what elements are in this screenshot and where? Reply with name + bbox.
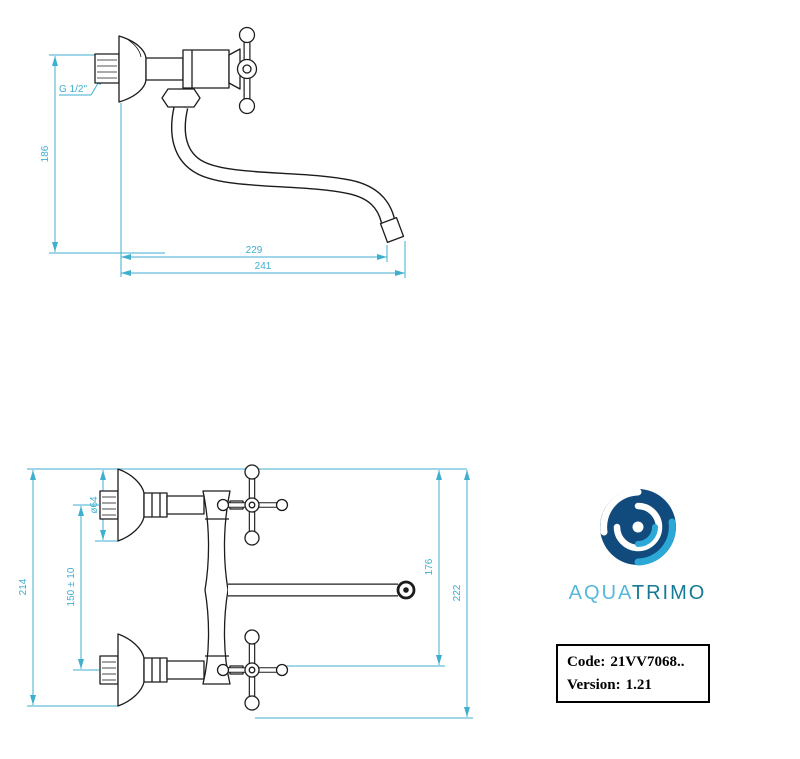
cross-handle-side — [228, 26, 258, 115]
dim-inlet-spacing-label: 150 ± 10 — [66, 567, 77, 606]
dim-spout-reach-label: 229 — [246, 245, 263, 256]
code-value: 21VV7068.. — [610, 654, 685, 670]
dim-overall-height-left-label: 214 — [18, 578, 29, 595]
version-line: Version:1.21 — [567, 674, 699, 697]
brand-name: AQUATRIMO — [560, 582, 715, 605]
side-view-drawing: 186 G 1/2" 229 241 — [40, 26, 406, 278]
bottom-inlet — [99, 633, 205, 707]
dim-overall-height-right-label: 222 — [452, 584, 463, 601]
brand-name-trimo: TRIMO — [631, 582, 707, 604]
wall-flange — [118, 35, 147, 103]
brand-name-aqua: AQUA — [568, 582, 632, 604]
dim-spout-drop-label: 176 — [424, 558, 435, 575]
dim-flange-diameter-label: ø64 — [89, 496, 100, 514]
wall-thread — [94, 53, 120, 84]
aquatrimo-logo — [599, 488, 676, 566]
code-line: Code:21VV7068.. — [567, 651, 699, 674]
code-label: Code: — [567, 654, 606, 670]
brand-block: AQUATRIMO — [560, 483, 715, 605]
top-inlet — [99, 468, 205, 542]
faucet-front-view — [99, 464, 416, 711]
dim-overall-reach-label: 241 — [255, 261, 272, 272]
version-label: Version: — [567, 676, 621, 693]
body-column — [202, 490, 231, 685]
front-view-drawing: 214 ø64 150 ± 10 176 222 — [18, 464, 473, 719]
bottom-cross-handle — [216, 629, 289, 711]
version-value: 1.21 — [625, 676, 652, 693]
spout-aerator — [379, 216, 405, 244]
faucet-side-view — [94, 26, 405, 244]
hex-nut — [161, 88, 201, 108]
spout-outlet — [396, 580, 416, 600]
dim-height-label: 186 — [40, 145, 51, 162]
valve-body — [145, 49, 230, 89]
side-view-dimensions: 186 G 1/2" 229 241 — [40, 54, 406, 278]
spout — [171, 105, 396, 224]
front-view-dimensions: 214 ø64 150 ± 10 176 222 — [18, 468, 473, 719]
thread-size-label: G 1/2" — [59, 84, 87, 95]
product-info-box: Code:21VV7068.. Version:1.21 — [556, 644, 710, 703]
top-cross-handle — [216, 464, 289, 546]
